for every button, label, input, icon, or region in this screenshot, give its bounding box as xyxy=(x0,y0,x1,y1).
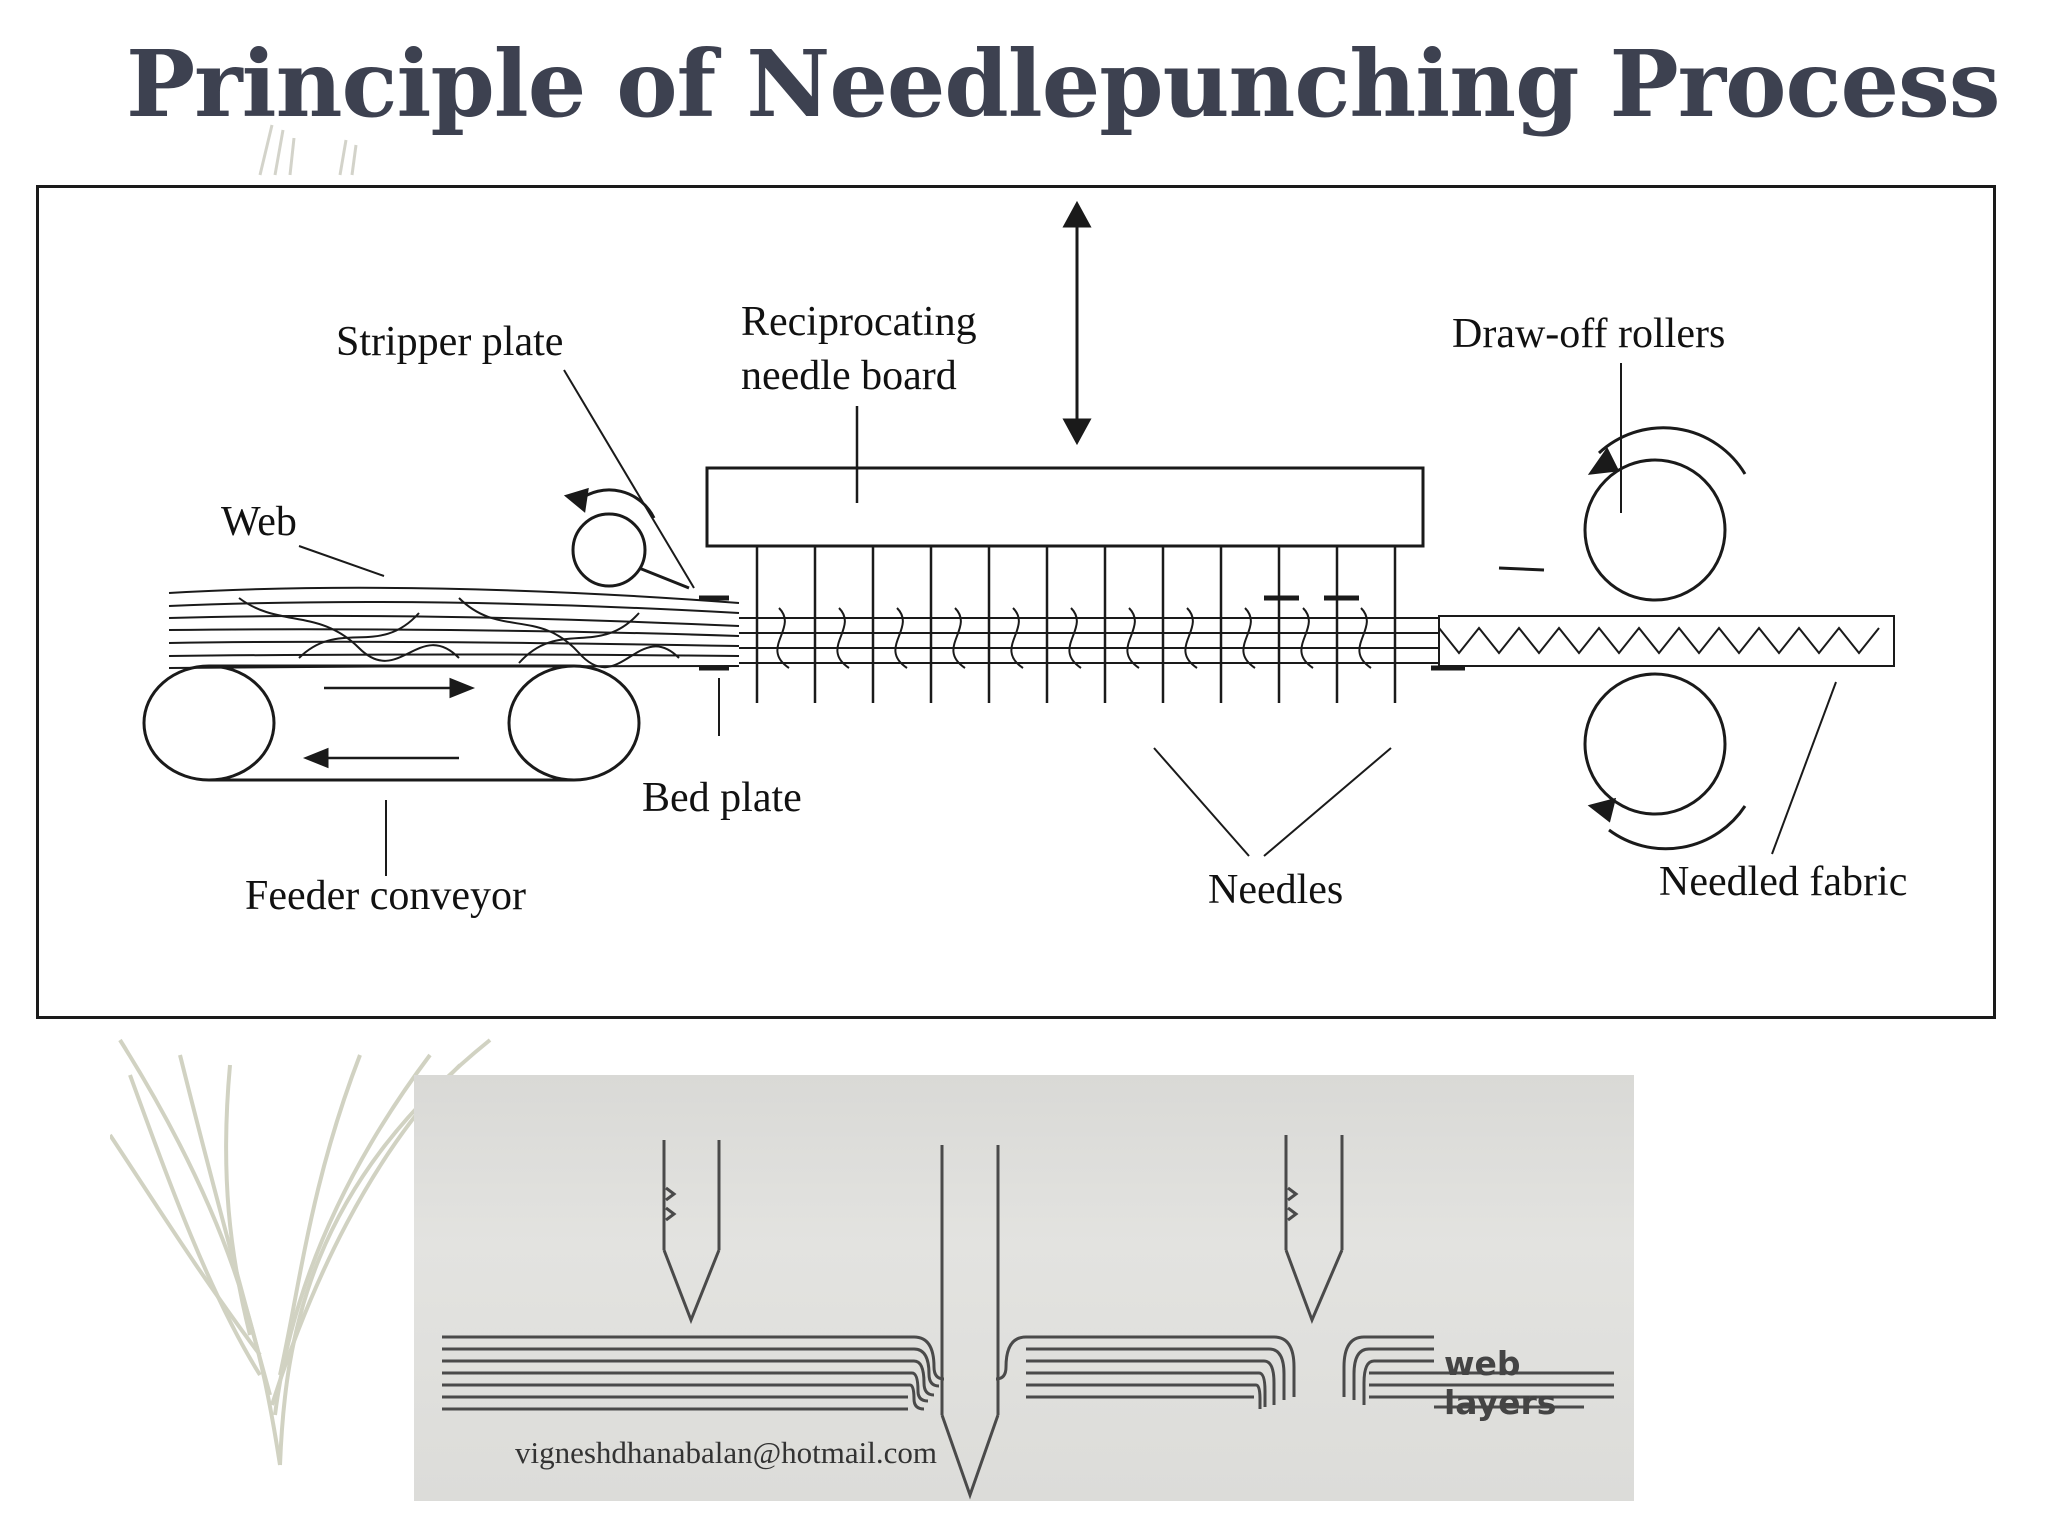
diagram-drawing xyxy=(142,200,1895,876)
decorative-feather xyxy=(110,1038,492,1466)
label-needles: Needles xyxy=(1208,867,1344,913)
needle-board xyxy=(705,466,1425,548)
needled-web xyxy=(739,607,1439,669)
web-layers-photo: web layers xyxy=(414,1075,1634,1501)
needles xyxy=(755,546,1397,703)
web xyxy=(168,586,740,669)
draw-off-rollers xyxy=(1583,426,1747,851)
label-stripper-plate: Stripper plate xyxy=(336,319,564,365)
feeder-conveyor xyxy=(142,664,641,782)
decorative-feather-top xyxy=(258,124,358,176)
plate-marks xyxy=(699,595,1465,671)
reciprocating-arrow-icon xyxy=(1062,200,1092,446)
feed-roller xyxy=(571,512,647,588)
label-draw-off-rollers: Draw-off rollers xyxy=(1452,311,1726,357)
needled-fabric xyxy=(1438,615,1895,667)
label-bed-plate: Bed plate xyxy=(642,775,802,821)
label-web: Web xyxy=(221,499,297,545)
needlepunch-diagram: Stripper plate Reciprocating needle boar… xyxy=(36,185,1996,1019)
label-feeder-conveyor: Feeder conveyor xyxy=(245,873,527,919)
label-reciprocating: Reciprocating xyxy=(741,299,977,345)
web-layers-label: web layers xyxy=(1444,1344,1557,1422)
slide-title: Principle of Needlepunching Process xyxy=(126,30,2001,138)
label-needled-fabric: Needled fabric xyxy=(1659,859,1908,905)
web-layers-drawing xyxy=(442,1135,1614,1500)
label-needle-board: needle board xyxy=(741,353,957,399)
footer-email: vigneshdhanabalan@hotmail.com xyxy=(515,1435,937,1470)
